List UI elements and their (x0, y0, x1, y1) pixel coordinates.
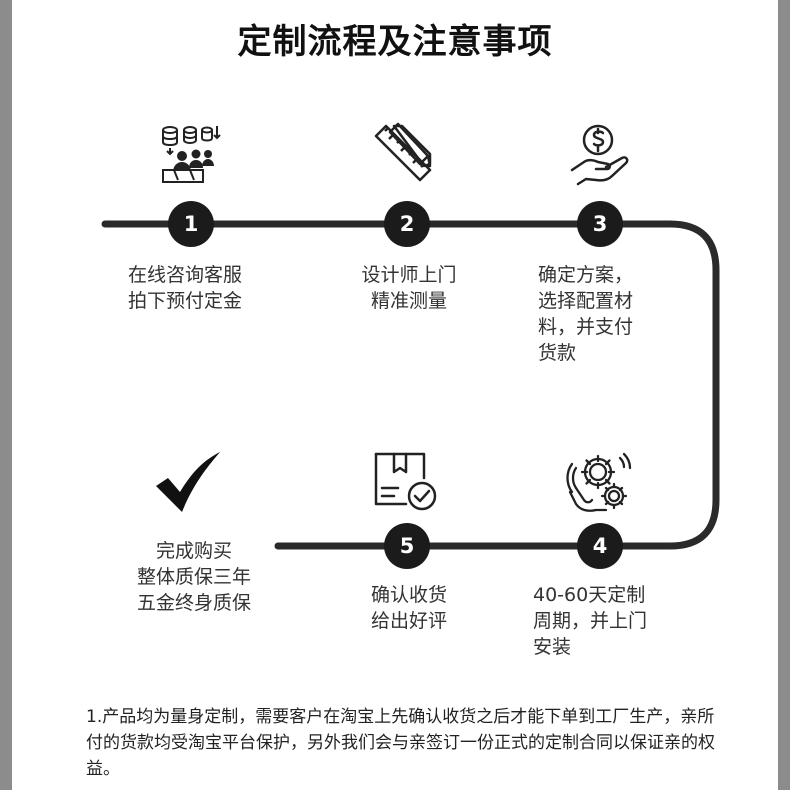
right-border (778, 0, 790, 790)
consult-people-icon (162, 126, 221, 183)
step-4-number: 4 (577, 523, 623, 569)
box-check-icon (374, 452, 437, 511)
gears-hand-icon (566, 452, 632, 512)
page-title: 定制流程及注意事项 (237, 22, 553, 62)
step-3-number: 3 (577, 201, 623, 247)
step-5-number: 5 (384, 523, 430, 569)
step-3-text: 确定方案， 选择配置材 料，并支付 货款 (538, 264, 634, 364)
step-1-text: 在线咨询客服 拍下预付定金 (128, 264, 243, 312)
left-border (0, 0, 12, 790)
step-4-text: 40-60天定制 周期，并上门 安装 (533, 584, 648, 658)
hand-dollar-icon (570, 124, 629, 186)
step-5-text: 确认收货 给出好评 (370, 584, 447, 632)
notice-text: 1.产品均为量身定制，需要客户在淘宝上先确认收货之后才能下单到工厂生产，亲所付的… (86, 707, 715, 779)
step-2-number: 2 (384, 201, 430, 247)
final-text: 完成购买 整体质保三年 五金终身质保 (136, 540, 251, 614)
pencil-ruler-icon (374, 122, 432, 182)
checkmark-icon (156, 452, 220, 512)
step-2-text: 设计师上门 精准测量 (361, 264, 457, 312)
step-1-number: 1 (168, 201, 214, 247)
